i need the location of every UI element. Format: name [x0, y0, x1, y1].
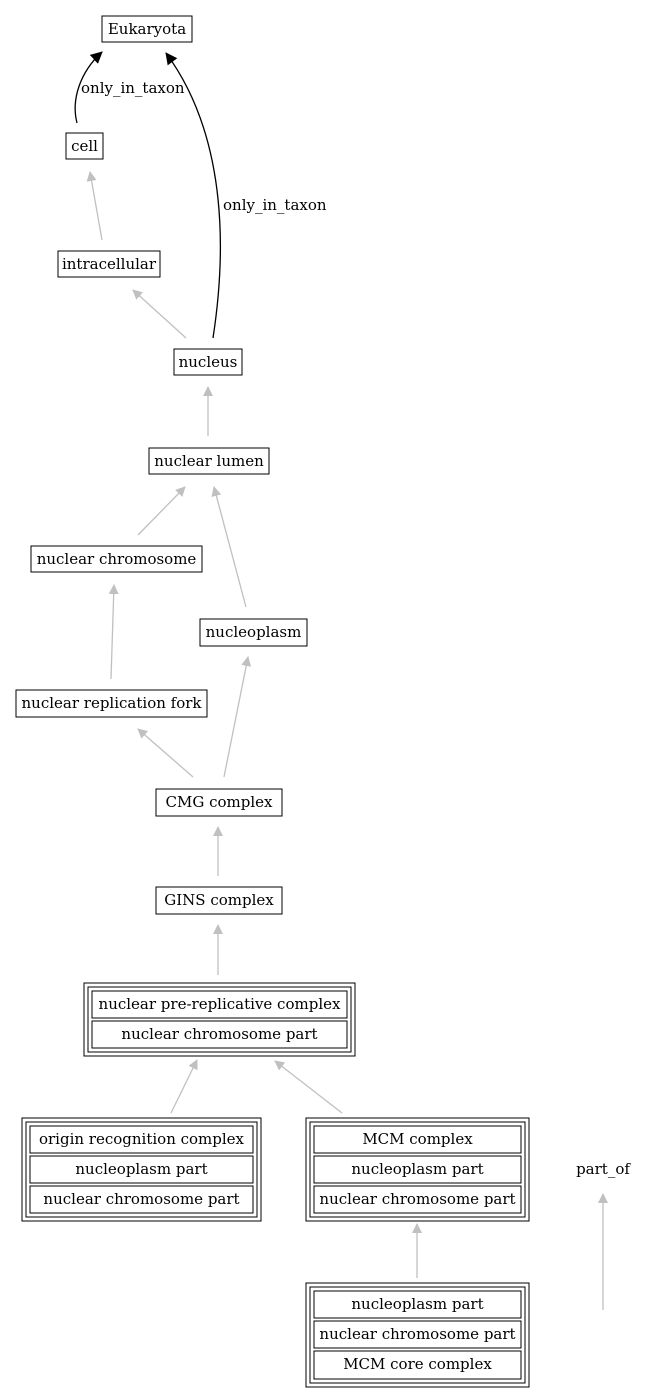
- edge-nucleoplasm-to-nuclear-lumen: [211, 486, 247, 608]
- svg-text:nucleoplasm: nucleoplasm: [206, 623, 302, 641]
- only-in-taxon-edges: only_in_taxon only_in_taxon: [74, 51, 327, 339]
- edge-mcm-to-pre-rc: [274, 1060, 343, 1114]
- svg-text:cell: cell: [71, 137, 98, 155]
- svg-text:intracellular: intracellular: [62, 255, 157, 273]
- svg-text:CMG complex: CMG complex: [166, 793, 274, 811]
- node-intracellular: intracellular: [57, 250, 161, 278]
- node-origin-recognition-complex: origin recognition complex nucleoplasm p…: [21, 1117, 262, 1222]
- node-eukaryota: Eukaryota: [101, 15, 193, 43]
- edge-label-nucleus-eukaryota: only_in_taxon: [223, 196, 327, 214]
- edge-cell-to-eukaryota: [74, 51, 103, 124]
- edge-intracellular-to-cell: [86, 171, 103, 241]
- svg-text:nucleus: nucleus: [179, 353, 238, 371]
- svg-text:MCM complex: MCM complex: [362, 1130, 473, 1148]
- legend: part_of: [576, 1160, 631, 1310]
- node-cmg-complex: CMG complex: [155, 788, 283, 817]
- node-nuclear-lumen: nuclear lumen: [148, 447, 270, 475]
- node-nuclear-chromosome: nuclear chromosome: [30, 545, 203, 573]
- node-nuclear-pre-replicative-complex: nuclear pre-replicative complex nuclear …: [83, 982, 356, 1057]
- node-nuclear-replication-fork: nuclear replication fork: [15, 689, 208, 718]
- edge-cmg-to-nucleoplasm: [223, 656, 252, 778]
- svg-text:nucleoplasm part: nucleoplasm part: [351, 1295, 483, 1313]
- svg-text:nuclear chromosome part: nuclear chromosome part: [319, 1325, 515, 1343]
- svg-text:nuclear chromosome part: nuclear chromosome part: [319, 1190, 515, 1208]
- node-cell: cell: [65, 132, 104, 160]
- node-gins-complex: GINS complex: [155, 886, 283, 915]
- node-nucleus: nucleus: [173, 348, 243, 376]
- legend-label-part-of: part_of: [576, 1160, 631, 1178]
- svg-text:nuclear chromosome part: nuclear chromosome part: [121, 1025, 317, 1043]
- svg-text:nucleoplasm part: nucleoplasm part: [75, 1160, 207, 1178]
- part-of-edges: [86, 171, 422, 1278]
- svg-text:nuclear replication fork: nuclear replication fork: [22, 694, 203, 712]
- edge-nucleus-to-eukaryota: [165, 52, 222, 339]
- edge-cmg-to-replication-fork: [137, 728, 194, 778]
- svg-text:nuclear lumen: nuclear lumen: [154, 452, 264, 470]
- node-mcm-core-complex: nucleoplasm part nuclear chromosome part…: [305, 1282, 530, 1388]
- svg-text:nuclear pre-replicative comple: nuclear pre-replicative complex: [99, 995, 341, 1013]
- svg-text:nuclear chromosome: nuclear chromosome: [37, 550, 197, 568]
- svg-text:origin recognition complex: origin recognition complex: [39, 1130, 245, 1148]
- edge-replication-fork-to-nuclear-chromosome: [108, 584, 119, 680]
- svg-text:MCM core complex: MCM core complex: [343, 1355, 492, 1373]
- edge-orc-to-pre-rc: [170, 1059, 198, 1114]
- edge-nuclear-chromosome-to-nuclear-lumen: [137, 486, 186, 536]
- edge-label-cell-eukaryota: only_in_taxon: [81, 79, 185, 97]
- svg-text:nucleoplasm part: nucleoplasm part: [351, 1160, 483, 1178]
- node-mcm-complex: MCM complex nucleoplasm part nuclear chr…: [305, 1117, 530, 1222]
- svg-text:GINS complex: GINS complex: [164, 891, 274, 909]
- svg-text:nuclear chromosome part: nuclear chromosome part: [43, 1190, 239, 1208]
- node-nucleoplasm: nucleoplasm: [199, 618, 308, 647]
- svg-text:Eukaryota: Eukaryota: [108, 20, 186, 38]
- edge-nucleus-to-intracellular: [132, 289, 187, 339]
